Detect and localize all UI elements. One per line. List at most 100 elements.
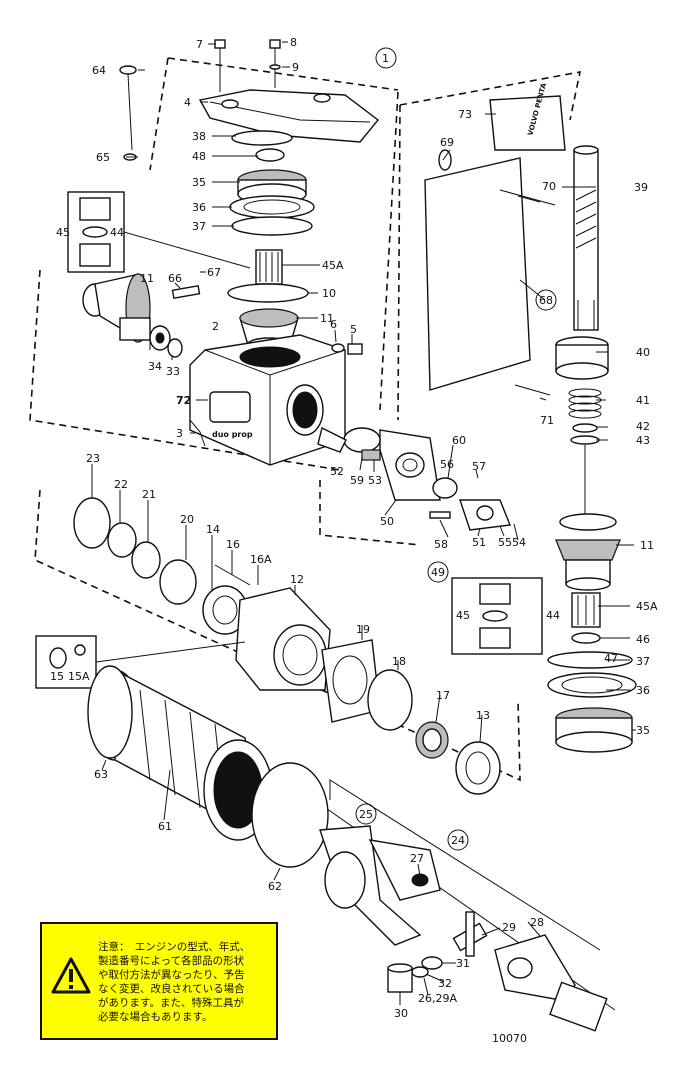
duoprop-logo: duo prop [209, 391, 253, 439]
bolt-8 [269, 39, 281, 88]
label-35-right: 35 [636, 724, 650, 737]
label-group-25: 25 [359, 808, 373, 821]
oring-18 [367, 669, 413, 731]
label-42: 42 [636, 420, 650, 433]
shim-66 [171, 284, 201, 300]
label-55: 55 [498, 536, 512, 549]
label-35: 35 [192, 176, 206, 189]
bolt-5-6 [331, 343, 363, 355]
bearing-inset-right [451, 577, 543, 655]
oring-37 [231, 216, 313, 236]
label-9: 9 [292, 61, 299, 74]
label-22: 22 [114, 478, 128, 491]
label-15A: 15A [68, 670, 90, 683]
label-64: 64 [92, 64, 106, 77]
bearing-13 [455, 741, 501, 795]
label-10: 10 [322, 287, 336, 300]
label-31: 31 [456, 957, 470, 970]
label-18: 18 [392, 655, 406, 668]
dipstick-64 [119, 65, 137, 161]
label-group-68: 68 [539, 294, 553, 307]
label-group-1: 1 [382, 52, 389, 65]
group-outline-1 [149, 57, 399, 411]
label-2: 2 [212, 320, 219, 333]
label-66: 66 [168, 272, 182, 285]
label-27: 27 [410, 852, 424, 865]
label-39: 39 [634, 181, 648, 194]
label-23: 23 [86, 452, 100, 465]
label-32: 32 [438, 977, 452, 990]
label-26-29A: 26,29A [418, 992, 457, 1005]
label-5: 5 [350, 323, 357, 336]
label-8: 8 [290, 36, 297, 49]
label-34: 34 [148, 360, 162, 373]
label-63: 63 [94, 768, 108, 781]
svg-text:duo prop: duo prop [212, 430, 253, 439]
label-70: 70 [542, 180, 556, 193]
label-16: 16 [226, 538, 240, 551]
clamp-62 [251, 762, 329, 868]
ring-42 [572, 423, 598, 433]
ring-10 [227, 283, 309, 303]
caution-text: 注意： エンジンの型式、年式、 製造番号によって各部品の形状 や取付方法が異なっ… [98, 940, 274, 1024]
yoke-28 [494, 934, 608, 1032]
label-51: 51 [472, 536, 486, 549]
label-29: 29 [502, 921, 516, 934]
label-38: 38 [192, 130, 206, 143]
label-37-right: 37 [636, 655, 650, 668]
label-45-right: 45 [456, 609, 470, 622]
label-37: 37 [192, 220, 206, 233]
cross-29 [452, 911, 488, 957]
pump-cover-50 [379, 429, 441, 501]
label-46-right: 46 [636, 633, 650, 646]
vertical-shaft-39 [573, 145, 599, 331]
bearing-cap-30 [387, 963, 413, 993]
clamp-63 [87, 665, 133, 759]
group-1-circle [375, 47, 397, 69]
label-62: 62 [268, 880, 282, 893]
label-50: 50 [380, 515, 394, 528]
label-45A-right: 45A [636, 600, 658, 613]
caution-line: 必要な場合もあります。 [98, 1011, 213, 1023]
label-43: 43 [636, 434, 650, 447]
label-17: 17 [436, 689, 450, 702]
label-59: 59 [350, 474, 364, 487]
cover-plate-68 [424, 149, 531, 391]
group-68-circle [535, 289, 557, 311]
label-12: 12 [290, 573, 304, 586]
label-group-24: 24 [451, 834, 465, 847]
screw-71 [514, 384, 551, 396]
label-71: 71 [540, 414, 554, 427]
valve-51 [459, 499, 511, 531]
label-30: 30 [394, 1007, 408, 1020]
oring-37-right [547, 651, 633, 669]
label-65: 65 [96, 151, 110, 164]
label-15: 15 [50, 670, 64, 683]
washer-21 [131, 541, 161, 579]
label-61: 61 [158, 820, 172, 833]
label-72: 72 [176, 394, 191, 407]
label-33: 33 [166, 365, 180, 378]
label-60: 60 [452, 434, 466, 447]
label-6: 6 [330, 318, 337, 331]
label-36: 36 [192, 201, 206, 214]
caution-line: があります。また、特殊工具が [98, 997, 244, 1009]
label-16A: 16A [250, 553, 272, 566]
shim-36 [229, 195, 315, 219]
caution-line: や取付方法が異なったり、予告 [98, 969, 245, 981]
seal-20 [159, 559, 197, 605]
seal-48 [255, 148, 285, 162]
label-reference-number: 10070 [492, 1032, 527, 1045]
pinion-gear-11 [82, 273, 151, 343]
top-cover [198, 89, 380, 143]
label-41: 41 [636, 394, 650, 407]
caution-line: 製造番号によって各部品の形状 [98, 955, 245, 967]
label-19: 19 [356, 623, 370, 636]
seal-56 [432, 477, 458, 499]
label-40: 40 [636, 346, 650, 359]
coupling-40 [555, 336, 609, 380]
ring-22 [107, 522, 137, 558]
label-44: 44 [110, 226, 124, 239]
group-25-circle [355, 803, 377, 825]
